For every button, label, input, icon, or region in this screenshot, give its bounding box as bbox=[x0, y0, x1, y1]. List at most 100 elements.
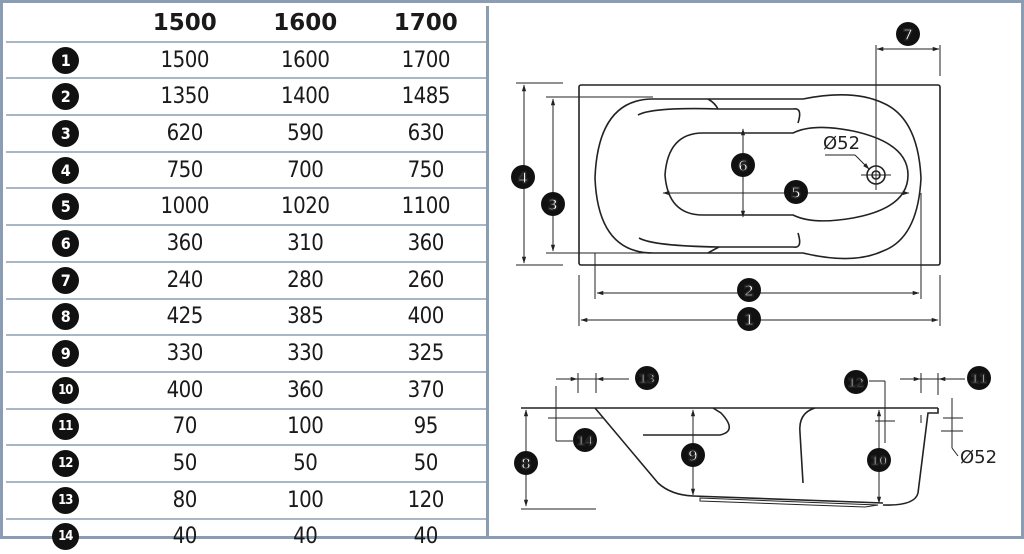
dimension-value-cell: 425 bbox=[124, 298, 245, 337]
dimension-id-cell: 13 bbox=[6, 481, 125, 520]
dimension-id-cell: 11 bbox=[6, 408, 125, 447]
top-view: Ø52 7 4 bbox=[511, 22, 941, 331]
dimension-value-cell: 590 bbox=[244, 115, 366, 153]
svg-text:3: 3 bbox=[548, 196, 558, 214]
svg-text:9: 9 bbox=[688, 447, 698, 465]
armrest-curve bbox=[719, 232, 801, 249]
dimension-value-cell: 120 bbox=[365, 481, 486, 520]
dimension-number-badge: 9 bbox=[51, 340, 79, 368]
dimension-id-cell: 9 bbox=[6, 335, 125, 373]
dimension-value-cell: 310 bbox=[244, 225, 366, 263]
callout-9: 9 bbox=[681, 443, 705, 467]
dimension-number-badge: 10 bbox=[51, 376, 79, 404]
dimension-id-cell: 4 bbox=[6, 151, 125, 190]
dimension-number-badge: 2 bbox=[51, 83, 79, 111]
dimension-number-badge: 8 bbox=[51, 303, 79, 331]
dimension-value-cell: 360 bbox=[124, 225, 245, 263]
side-view: 8 9 10 bbox=[514, 366, 997, 510]
dimension-value-cell: 40 bbox=[413, 524, 439, 550]
dimension-value-cell: 750 bbox=[124, 151, 245, 190]
callout-4: 4 bbox=[511, 165, 535, 189]
callout-5: 5 bbox=[784, 180, 808, 204]
svg-text:6: 6 bbox=[738, 157, 748, 175]
dimension-value-cell: 400 bbox=[365, 298, 486, 337]
drain-diameter-label: Ø52 bbox=[823, 133, 860, 154]
callout-6: 6 bbox=[731, 153, 755, 177]
dimension-value-cell: 50 bbox=[124, 445, 245, 483]
svg-text:14: 14 bbox=[577, 434, 594, 448]
dimension-id-cell: 8 bbox=[6, 298, 125, 337]
callout-13: 13 bbox=[635, 366, 659, 390]
dimension-id-cell: 3 bbox=[6, 115, 125, 153]
dimension-value-cell: 80 bbox=[124, 481, 245, 520]
dimension-id-cell: 12 bbox=[6, 445, 125, 483]
callout-3: 3 bbox=[541, 192, 565, 216]
callout-1: 1 bbox=[737, 307, 761, 331]
dimension-value-cell: 50 bbox=[244, 445, 366, 483]
dimension-number-badge: 7 bbox=[51, 266, 79, 294]
dimension-value-cell: 750 bbox=[365, 151, 486, 190]
armrest-curve bbox=[707, 98, 719, 110]
dimension-number-badge: 6 bbox=[51, 229, 79, 257]
dimension-id-cell: 7 bbox=[6, 261, 125, 300]
dimension-value-cell: 280 bbox=[244, 261, 366, 300]
dimension-value-cell: 370 bbox=[365, 371, 486, 410]
header-size-1500: 1500 bbox=[124, 6, 245, 43]
header-size-1700: 1700 bbox=[365, 6, 486, 43]
svg-text:8: 8 bbox=[521, 455, 531, 473]
dimension-value-cell: 40 bbox=[172, 524, 198, 550]
dimension-value-cell: 385 bbox=[244, 298, 366, 337]
dimension-id-cell: 5 bbox=[6, 188, 125, 227]
dimension-value-cell: 325 bbox=[365, 335, 486, 373]
svg-text:5: 5 bbox=[791, 184, 801, 202]
tub-base bbox=[699, 497, 879, 508]
dimension-value-cell: 630 bbox=[365, 115, 486, 153]
dimension-value-cell: 260 bbox=[365, 261, 486, 300]
basin-outline bbox=[594, 94, 922, 260]
svg-text:12: 12 bbox=[848, 376, 865, 390]
armrest-curve bbox=[718, 107, 801, 124]
basin-floor-outline bbox=[664, 126, 909, 222]
dimension-id-cell: 2 bbox=[6, 78, 125, 117]
dimension-number-badge: 13 bbox=[51, 486, 79, 514]
dimension-id-cell: 14 bbox=[6, 519, 124, 554]
svg-text:4: 4 bbox=[518, 169, 528, 187]
callout-8: 8 bbox=[514, 451, 538, 475]
dimension-number-badge: 3 bbox=[51, 119, 79, 147]
dimension-number-badge: 11 bbox=[51, 413, 79, 441]
dimension-value-cell: 240 bbox=[124, 261, 245, 300]
dimension-value-cell: 1485 bbox=[365, 78, 486, 117]
tub-profile bbox=[594, 407, 884, 504]
dimension-number-badge: 4 bbox=[51, 156, 79, 184]
callout-11: 11 bbox=[967, 366, 991, 390]
header-size-1600: 1600 bbox=[244, 6, 366, 43]
dimension-value-cell: 360 bbox=[244, 371, 366, 410]
armrest-curve bbox=[707, 246, 720, 254]
callout-7: 7 bbox=[896, 22, 920, 46]
dimension-value-cell: 1020 bbox=[244, 188, 366, 227]
dimension-number-badge: 5 bbox=[51, 193, 79, 221]
dimension-value-cell: 1500 bbox=[124, 41, 245, 80]
dimension-value-cell: 400 bbox=[124, 371, 245, 410]
dimension-value-cell: 330 bbox=[244, 335, 366, 373]
svg-text:2: 2 bbox=[744, 282, 754, 300]
dimension-value-cell: 1700 bbox=[365, 41, 486, 80]
dimension-number-badge: 14 bbox=[51, 523, 79, 551]
svg-text:1: 1 bbox=[744, 311, 754, 329]
inner-wall bbox=[798, 407, 816, 484]
svg-text:13: 13 bbox=[639, 372, 656, 386]
headrest-curve bbox=[643, 407, 731, 436]
tub-right-end bbox=[882, 408, 939, 506]
svg-text:7: 7 bbox=[903, 26, 913, 44]
dimension-id-cell: 6 bbox=[6, 225, 125, 263]
